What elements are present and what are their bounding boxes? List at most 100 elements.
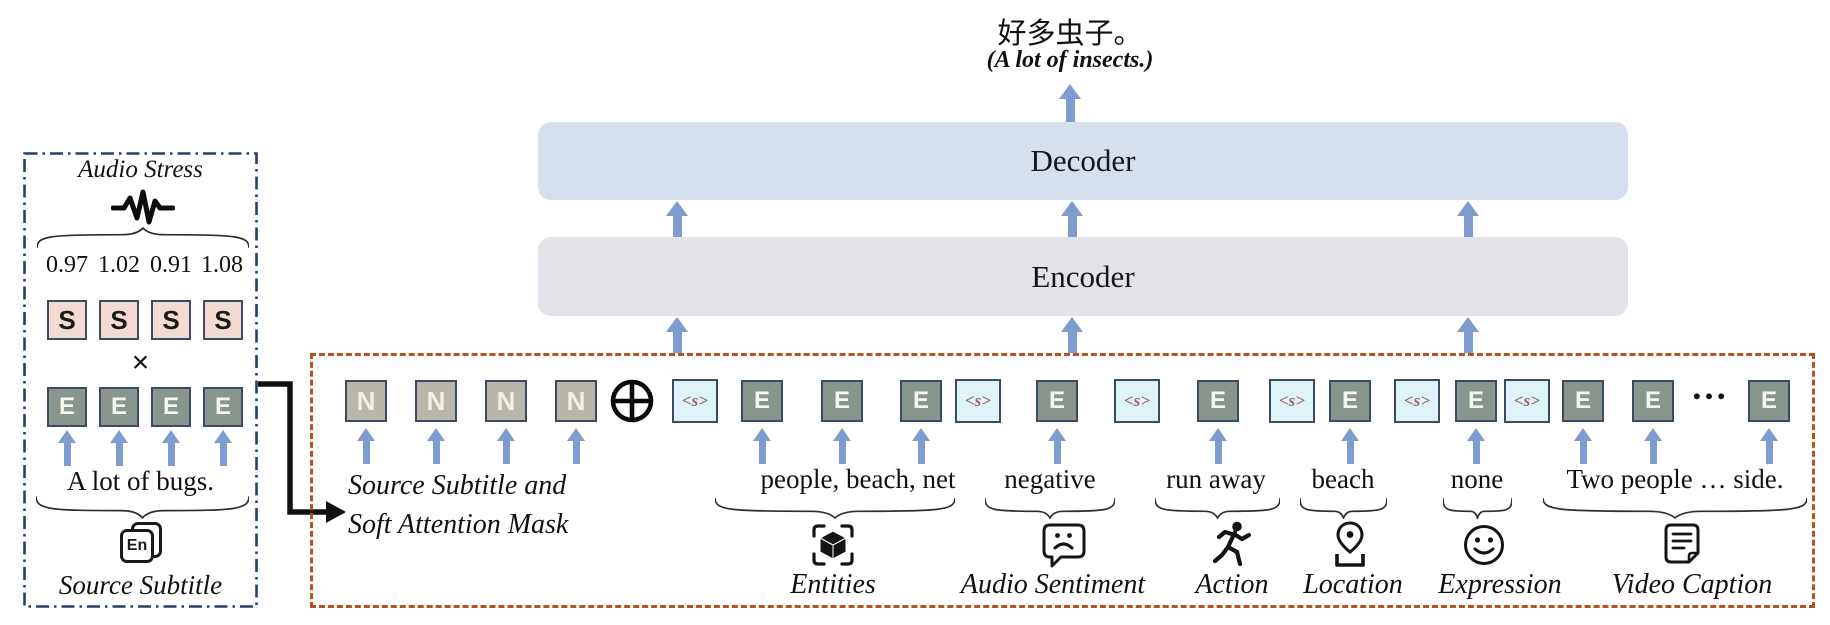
category-label: Video Caption: [1611, 569, 1773, 600]
category-label: Entities: [790, 569, 876, 600]
category-label: Action: [1195, 569, 1269, 600]
e-token: E: [1455, 380, 1497, 422]
up-arrow: [1466, 428, 1486, 464]
embedding-token: E: [99, 387, 139, 427]
waveform-icon: [111, 189, 175, 225]
up-arrow: [161, 430, 181, 466]
mask-token: N: [485, 380, 527, 422]
sep-token: <s>: [1504, 379, 1550, 423]
multiply-operator: ×: [131, 346, 150, 379]
up-arrow: [1208, 428, 1228, 464]
stress-value: 1.02: [98, 252, 140, 278]
e-token: E: [1562, 380, 1604, 422]
stress-token: S: [203, 300, 243, 340]
up-arrow: [1457, 317, 1479, 353]
e-token: E: [1329, 380, 1371, 422]
up-arrow: [666, 201, 688, 237]
mask-label-line2: Soft Attention Mask: [348, 509, 569, 540]
brace-down: [1155, 497, 1280, 519]
target-output-gloss: (A lot of insects.): [986, 47, 1154, 73]
e-token: E: [1632, 380, 1674, 422]
group-value: Two people … side.: [1566, 464, 1784, 494]
mask-token: N: [555, 380, 597, 422]
up-arrow: [426, 428, 446, 464]
source-subtitle-text: A lot of bugs.: [66, 466, 214, 496]
mask-token: N: [345, 380, 387, 422]
dash-dot-border: [23, 152, 258, 608]
brace-down: [715, 497, 955, 519]
sep-token: <s>: [1269, 379, 1315, 423]
brace-down: [1300, 497, 1387, 519]
sep-token: <s>: [672, 379, 718, 423]
up-arrow: [57, 430, 77, 466]
up-arrow: [1457, 201, 1479, 237]
stress-token: S: [47, 300, 87, 340]
subtitle-language-icon: En: [118, 522, 168, 570]
up-arrow: [1059, 84, 1081, 122]
group-value: run away: [1166, 464, 1266, 494]
embedding-token: E: [151, 387, 191, 427]
up-arrow: [496, 428, 516, 464]
encoder-block: Encoder: [538, 237, 1628, 316]
decoder-block: Decoder: [538, 122, 1628, 200]
category-label: Audio Sentiment: [960, 569, 1146, 600]
up-arrow: [109, 430, 129, 466]
stress-token: S: [151, 300, 191, 340]
stress-token: S: [99, 300, 139, 340]
e-token: E: [741, 380, 783, 422]
embedding-token: E: [203, 387, 243, 427]
page-front: En: [120, 529, 154, 563]
up-arrow: [1643, 428, 1663, 464]
up-arrow: [1759, 428, 1779, 464]
brace-up: [37, 227, 249, 249]
group-value: none: [1450, 464, 1504, 494]
up-arrow: [566, 428, 586, 464]
stress-value: 0.91: [150, 252, 192, 278]
group-value: beach: [1311, 464, 1375, 494]
audio-stress-title: Audio Stress: [78, 156, 203, 183]
up-arrow: [666, 317, 688, 353]
up-arrow: [1061, 201, 1083, 237]
sep-token: <s>: [1394, 379, 1440, 423]
brace-down: [985, 497, 1115, 519]
embedding-token: E: [47, 387, 87, 427]
up-arrow: [832, 428, 852, 464]
up-arrow: [911, 428, 931, 464]
audio-stress-panel: [23, 152, 258, 608]
brace-down: [36, 495, 249, 519]
up-arrow: [356, 428, 376, 464]
oplus-combine-icon: [609, 378, 655, 424]
brace-down: [1543, 497, 1807, 519]
e-token: E: [821, 380, 863, 422]
map-pin-icon: [1329, 520, 1371, 570]
elbow-connector-arrow: [258, 381, 346, 523]
mask-label-line1: Source Subtitle and: [348, 470, 567, 501]
encoder-label: Encoder: [1031, 258, 1135, 294]
sep-token: <s>: [955, 379, 1001, 423]
e-token: E: [1036, 380, 1078, 422]
e-token: E: [1197, 380, 1239, 422]
decoder-label: Decoder: [1030, 143, 1136, 178]
e-token: E: [900, 380, 942, 422]
sep-token: <s>: [1114, 379, 1160, 423]
entities-cube-icon: [810, 522, 856, 568]
brace-down: [1443, 497, 1512, 519]
sequence-ellipsis: …: [1691, 367, 1727, 407]
up-arrow: [213, 430, 233, 466]
category-label: Location: [1303, 569, 1403, 600]
up-arrow: [752, 428, 772, 464]
stress-value: 0.97: [46, 252, 88, 278]
sad-face-bubble-icon: [1039, 520, 1089, 570]
stress-value: 1.08: [201, 252, 243, 278]
mask-token: N: [415, 380, 457, 422]
document-note-icon: [1660, 521, 1704, 569]
up-arrow: [1340, 428, 1360, 464]
running-person-icon: [1211, 520, 1253, 570]
e-token: E: [1748, 380, 1790, 422]
up-arrow: [1061, 317, 1083, 353]
input-sequence-panel: [310, 353, 1815, 608]
source-subtitle-label: Source Subtitle: [58, 570, 223, 600]
target-output-text: 好多虫子。: [997, 16, 1143, 50]
group-value: people, beach, net: [760, 464, 956, 494]
